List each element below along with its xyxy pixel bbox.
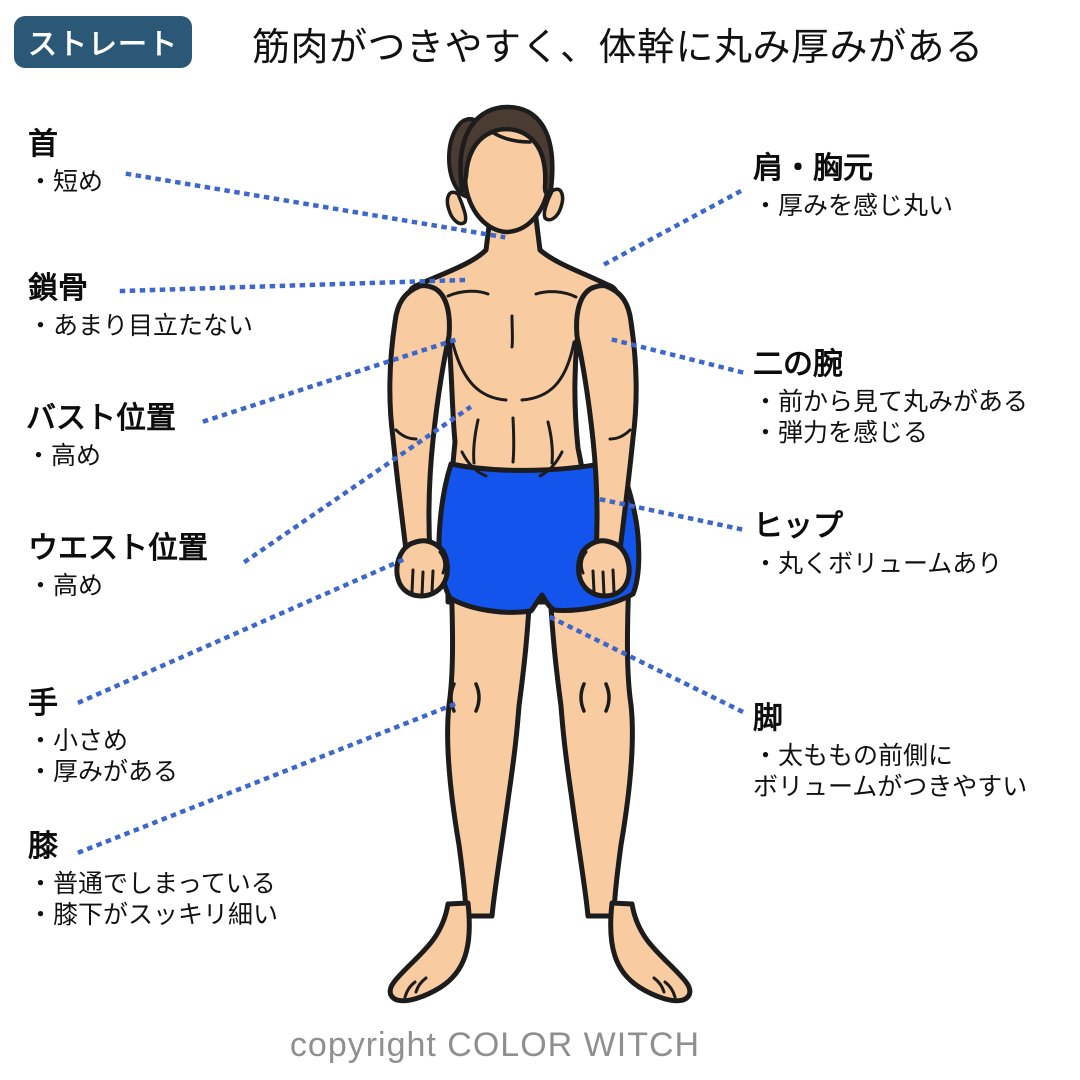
label-neck: 首 ・短め — [28, 126, 103, 198]
connector-neck — [125, 171, 506, 240]
hair — [458, 104, 555, 196]
connector-knees — [77, 701, 458, 855]
label-line: ・普通でしまっている — [28, 870, 276, 898]
label-legs-title: 脚 — [753, 702, 783, 735]
label-line: ・太ももの前側に — [753, 742, 954, 770]
label-bust: バスト位置 ・高め — [26, 400, 176, 472]
muscle-details — [394, 289, 632, 597]
hair-fringe-line — [490, 130, 532, 144]
label-collarbone-title: 鎖骨 — [28, 272, 88, 305]
label-line: ボリュームがつきやすい — [753, 773, 1028, 801]
right-foot — [608, 900, 693, 1004]
label-bust-title: バスト位置 — [26, 402, 176, 435]
left-ear — [445, 190, 468, 226]
right-hand — [576, 538, 632, 599]
figure-illustration — [387, 104, 693, 1004]
left-hand — [394, 538, 450, 599]
right-ear — [542, 187, 565, 222]
type-badge-label: ストレート — [27, 29, 178, 61]
connector-upper-arm — [603, 335, 744, 375]
label-line: ・膝下がスッキリ細い — [28, 901, 279, 929]
label-shoulder-chest-title: 肩・胸元 — [753, 152, 873, 185]
label-knees: 膝 ・普通でしまっている ・膝下がスッキリ細い — [28, 828, 278, 931]
connector-waist — [242, 404, 473, 565]
label-upper-arm: 二の腕 ・前から見て丸みがある ・弾力を感じる — [753, 346, 1028, 449]
label-hands: 手 ・小さめ ・厚みがある — [28, 685, 178, 788]
type-badge: ストレート — [14, 16, 192, 68]
knee-marks — [449, 682, 611, 713]
label-line: ・厚みを感じ丸い — [753, 192, 954, 220]
label-line: ・高め — [28, 572, 104, 600]
left-leg — [445, 552, 535, 919]
label-hands-title: 手 — [28, 687, 58, 720]
copyright-notice: copyright COLOR WITCH — [289, 1026, 701, 1064]
page-title: 筋肉がつきやすく、体幹に丸み厚みがある — [252, 27, 984, 69]
label-shoulder-chest: 肩・胸元 ・厚みを感じ丸い — [753, 150, 953, 222]
label-line: ・短め — [28, 168, 104, 196]
label-line: ・弾力を感じる — [753, 419, 929, 447]
toe-lines — [403, 976, 677, 999]
label-upper-arm-title: 二の腕 — [753, 348, 843, 381]
label-waist-title: ウエスト位置 — [28, 532, 208, 565]
label-hip-title: ヒップ — [753, 510, 843, 543]
left-foot — [387, 900, 472, 1004]
label-line: ・高め — [26, 442, 102, 470]
label-knees-title: 膝 — [28, 830, 58, 863]
right-leg — [545, 552, 635, 919]
connector-lines — [77, 171, 745, 855]
label-line: ・前から見て丸みがある — [753, 388, 1029, 416]
connector-hands — [77, 555, 410, 705]
connector-shoulder-chest — [601, 188, 743, 268]
connector-collarbone — [119, 277, 467, 294]
label-line: ・小さめ — [28, 727, 129, 755]
label-collarbone: 鎖骨 ・あまり目立たない — [28, 270, 253, 342]
connector-hip — [596, 496, 743, 532]
label-line: ・厚みがある — [28, 758, 179, 786]
label-line: ・丸くボリュームあり — [753, 550, 1003, 578]
label-line: ・あまり目立たない — [28, 312, 254, 340]
label-hip: ヒップ ・丸くボリュームあり — [753, 508, 1002, 580]
label-legs: 脚 ・太ももの前側に ボリュームがつきやすい — [753, 700, 1027, 803]
label-neck-title: 首 — [28, 128, 58, 161]
label-waist: ウエスト位置 ・高め — [28, 530, 208, 602]
